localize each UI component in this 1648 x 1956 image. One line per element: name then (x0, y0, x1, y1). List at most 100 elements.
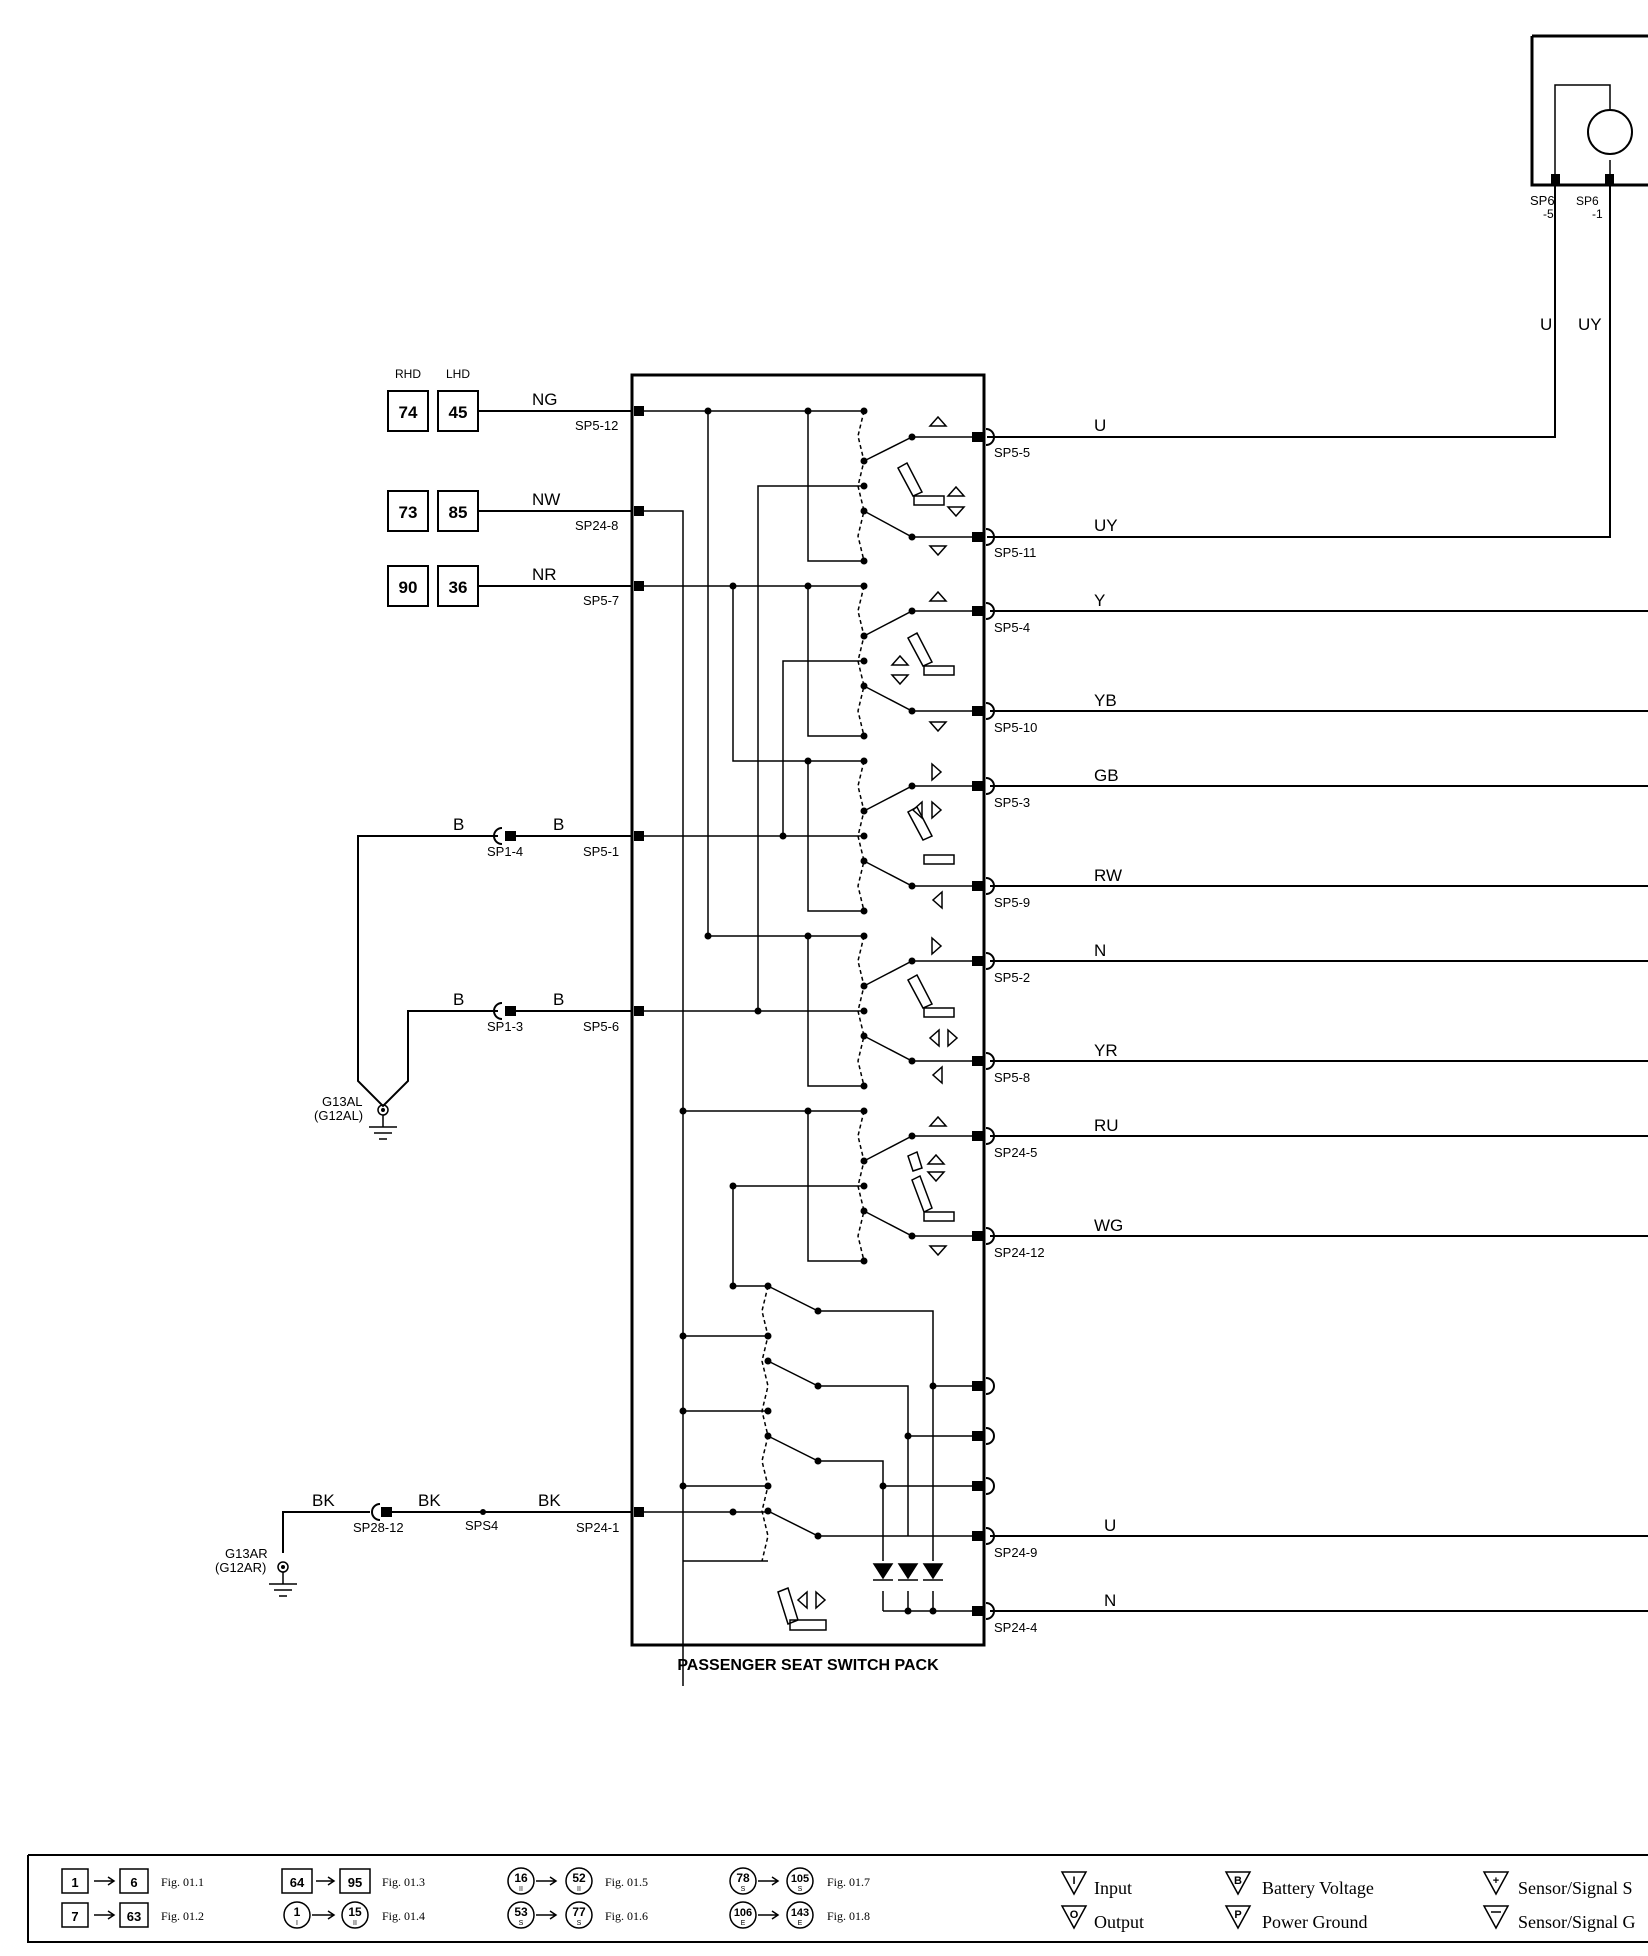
switch-contacts (761, 410, 984, 1612)
input-row: 73 85 NW SP24-8 (387, 490, 632, 533)
seat-icon (896, 461, 945, 506)
input-lhd-box: 36 (449, 578, 468, 597)
right-arrow-icon (947, 1029, 958, 1047)
legend-ref: 53 S 77 S Fig. 01.6 (507, 1901, 648, 1929)
svg-text:78: 78 (736, 1871, 750, 1885)
ground-lower-splice-a: SP28-12 (353, 1520, 404, 1535)
seat-glyphs (777, 416, 965, 1631)
input-lhd-box: 85 (449, 503, 468, 522)
output-pin: SP24-9 (994, 1545, 1037, 1560)
up-arrow-icon (929, 1116, 947, 1127)
svg-text:II: II (519, 1886, 523, 1893)
legend: 1 6 Fig. 01.1 7 63 Fig. 01.2 64 95 Fig. … (27, 1854, 1648, 1943)
legend-symbol: B Battery Voltage (1224, 1871, 1374, 1898)
legend-symbol: O Output (1060, 1905, 1144, 1932)
output-wire: U (1104, 1516, 1116, 1535)
svg-text:S: S (741, 1886, 746, 1893)
up-arrow-icon (947, 486, 965, 497)
motor-wire-right: UY (1578, 315, 1602, 334)
output-pin: SP24-12 (994, 1245, 1045, 1260)
motor-pin-right-num: -1 (1592, 207, 1603, 221)
legend-symbol: I Input (1060, 1871, 1132, 1898)
output-wire: YR (1094, 1041, 1118, 1060)
down-arrow-icon (891, 674, 909, 685)
motor-wire-left: U (1540, 315, 1552, 334)
ground-lower: BK SP28-12 BK SPS4 BK SP24-1 G13AR (G12A… (215, 1491, 632, 1597)
ground-feed-wire: B (553, 990, 564, 1009)
down-arrow-icon (947, 506, 965, 517)
input-rhd-box: 73 (399, 503, 418, 522)
input-rhd-box: 90 (399, 578, 418, 597)
svg-text:6: 6 (130, 1875, 137, 1890)
lhd-label: LHD (446, 367, 470, 381)
input-rhd-box: 74 (399, 403, 418, 422)
down-arrow-icon (929, 721, 947, 732)
svg-text:S: S (577, 1920, 582, 1927)
motor-pin-left: SP6 (1530, 193, 1555, 208)
left-arrow-icon (932, 891, 943, 909)
down-arrow-icon (929, 1245, 947, 1256)
ground-feed-pin: SP5-1 (583, 844, 619, 859)
ground-lower-wire-c: BK (538, 1491, 561, 1510)
svg-text:52: 52 (572, 1871, 586, 1885)
input-pin: SP5-12 (575, 418, 618, 433)
ground-feed-pin: SP5-6 (583, 1019, 619, 1034)
legend-symbol: Sensor/Signal G (1482, 1905, 1636, 1932)
up-arrow-icon (891, 655, 909, 666)
output-pin: SP24-4 (994, 1620, 1037, 1635)
svg-text:Input: Input (1094, 1878, 1132, 1898)
output-wire: RU (1094, 1116, 1119, 1135)
input-lhd-box: 45 (449, 403, 468, 422)
component-title: PASSENGER SEAT SWITCH PACK (677, 1657, 939, 1674)
ground-feed-wire: B (553, 815, 564, 834)
svg-text:I: I (1072, 1875, 1075, 1887)
output-connectors (972, 428, 995, 1620)
right-arrow-icon (931, 801, 942, 819)
svg-text:E: E (798, 1920, 803, 1927)
ground-lower-alt: (G12AR) (215, 1560, 266, 1575)
svg-text:II: II (577, 1886, 581, 1893)
output-pin: SP24-5 (994, 1145, 1037, 1160)
svg-text:Fig. 01.5: Fig. 01.5 (605, 1875, 648, 1889)
output-wire: Y (1094, 591, 1105, 610)
svg-text:Power Ground: Power Ground (1262, 1912, 1368, 1932)
svg-text:1: 1 (294, 1905, 301, 1919)
down-arrow-icon (929, 545, 947, 556)
svg-text:Fig. 01.4: Fig. 01.4 (382, 1909, 425, 1923)
ground-feed-splice: SP1-4 (487, 844, 523, 859)
output-labels: SP5-5 U SP5-11 UY SP5-4 Y SP5-10 YB SP5-… (994, 416, 1123, 1635)
output-wire: U (1094, 416, 1106, 435)
output-wire: YB (1094, 691, 1117, 710)
output-pin: SP5-9 (994, 895, 1030, 910)
seat-icon (906, 805, 955, 865)
legend-ref: 106 E 143 E Fig. 01.8 (729, 1901, 870, 1929)
svg-text:I: I (296, 1920, 298, 1927)
svg-text:Output: Output (1094, 1912, 1144, 1932)
svg-text:64: 64 (290, 1875, 305, 1890)
output-wire: N (1094, 941, 1106, 960)
sensor-signal-supply-icon (1482, 1871, 1510, 1896)
up-arrow-icon (929, 416, 947, 427)
ground-feed-wire: B (453, 815, 464, 834)
svg-text:Fig. 01.6: Fig. 01.6 (605, 1909, 648, 1923)
svg-text:Sensor/Signal S: Sensor/Signal S (1518, 1878, 1633, 1898)
right-arrow-icon (815, 1591, 826, 1609)
svg-text:Fig. 01.8: Fig. 01.8 (827, 1909, 870, 1923)
right-arrow-icon (931, 937, 942, 955)
up-arrow-icon (927, 1154, 945, 1165)
svg-text:Fig. 01.3: Fig. 01.3 (382, 1875, 425, 1889)
output-pin: SP5-2 (994, 970, 1030, 985)
svg-text:E: E (741, 1920, 746, 1927)
up-arrow-icon (929, 591, 947, 602)
svg-text:15: 15 (348, 1905, 362, 1919)
svg-text:II: II (353, 1920, 357, 1927)
output-pin: SP5-4 (994, 620, 1030, 635)
left-pins (634, 406, 644, 1517)
rhd-label: RHD (395, 367, 421, 381)
output-wires (990, 610, 1648, 1612)
svg-text:77: 77 (572, 1905, 586, 1919)
seat-icon (907, 1150, 955, 1222)
input-symbol-icon (1060, 1871, 1088, 1896)
left-arrow-icon (932, 1066, 943, 1084)
